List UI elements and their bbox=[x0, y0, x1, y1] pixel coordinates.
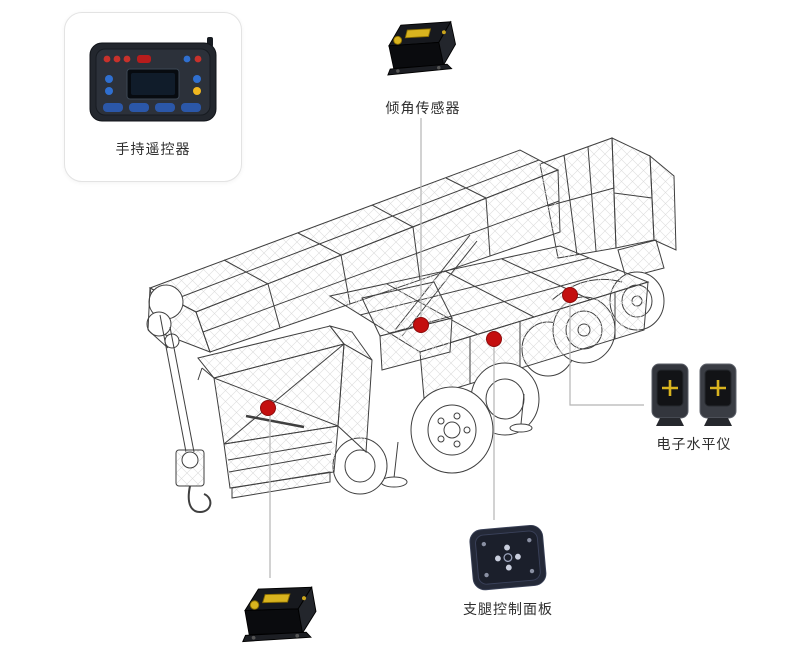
callout-connector-lines bbox=[269, 118, 644, 578]
electronic-level-label: 电子水平仪 bbox=[656, 437, 732, 453]
outrigger-panel-label: 支腿控制面板 bbox=[463, 602, 553, 618]
electronic-level-illustration bbox=[651, 363, 737, 426]
remote-control-label: 手持遥控器 bbox=[115, 142, 191, 158]
sensor-markers bbox=[260, 287, 578, 416]
remote-control-callout: 手持遥控器 bbox=[64, 12, 242, 182]
remote-control-illustration bbox=[89, 37, 217, 122]
outrigger-panel-illustration bbox=[469, 524, 547, 591]
sensor-location-marker bbox=[413, 317, 429, 333]
sensor-location-marker bbox=[562, 287, 578, 303]
tilt-sensor-top-callout: 倾角传感器 bbox=[368, 12, 478, 118]
connector-level bbox=[569, 302, 644, 406]
tilt-sensor-illustration bbox=[387, 20, 456, 76]
tilt-sensor-top-label: 倾角传感器 bbox=[385, 101, 461, 117]
outrigger-panel-callout: 支腿控制面板 bbox=[456, 522, 560, 619]
hook-and-cables bbox=[146, 284, 212, 514]
tilt-sensor-bottom-callout: 倾角传感器 bbox=[226, 576, 336, 666]
electronic-level-callout: 电子水平仪 bbox=[642, 360, 746, 454]
sensor-location-marker bbox=[486, 331, 502, 347]
tilt-sensor-illustration bbox=[242, 586, 317, 643]
sensor-location-marker bbox=[260, 400, 276, 416]
driver-cab bbox=[197, 325, 388, 499]
middle-wheels bbox=[380, 362, 540, 488]
